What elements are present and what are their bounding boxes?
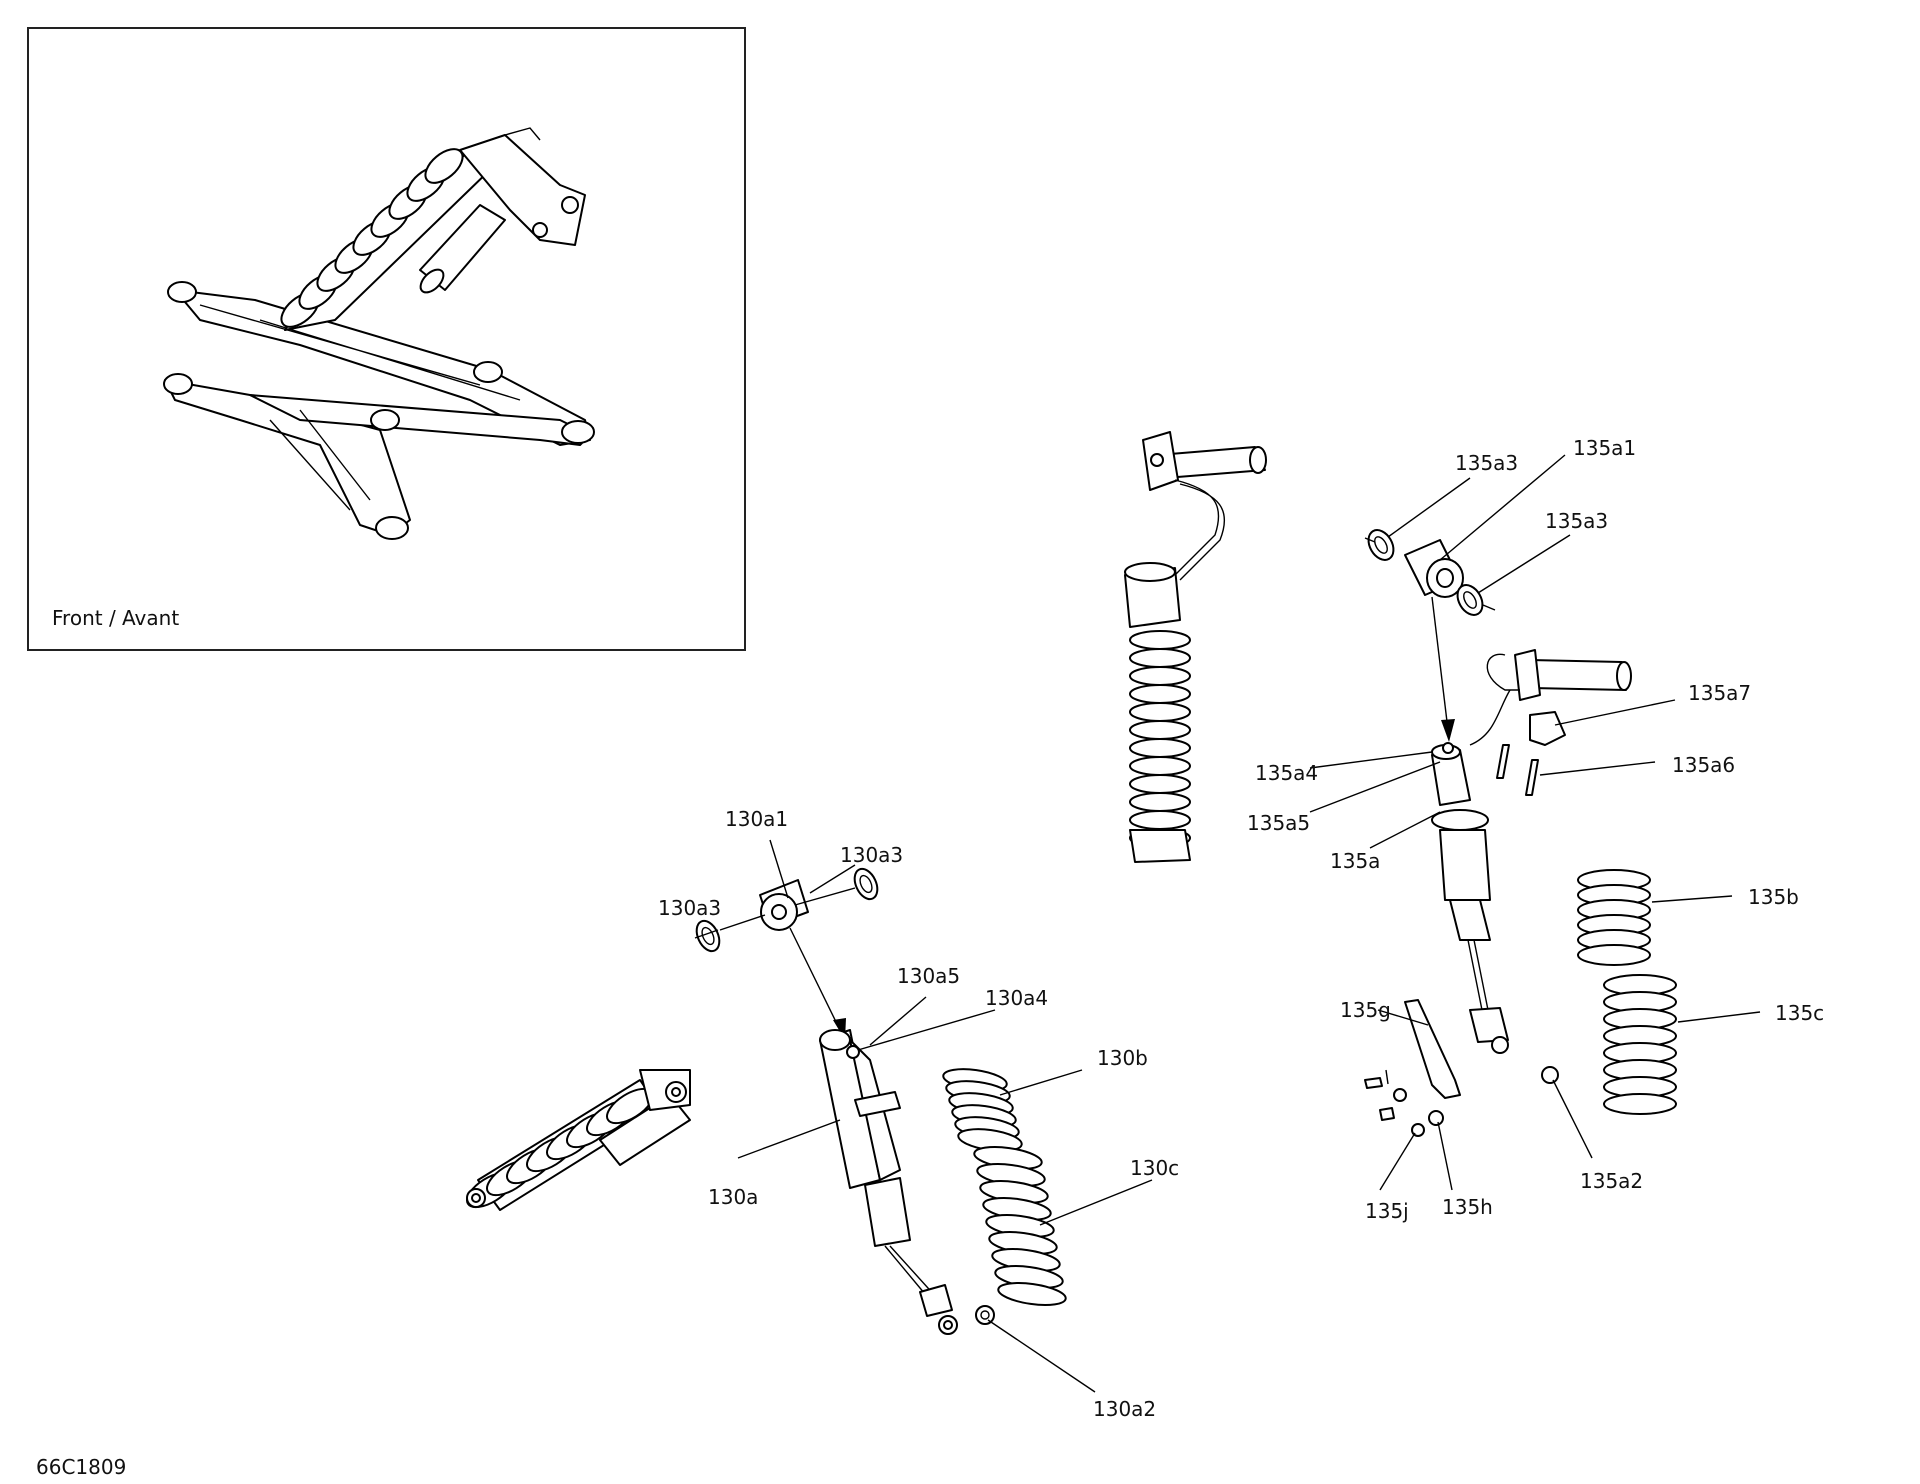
callout-130a5: 130a5 (897, 964, 960, 988)
bushing-130a1 (759, 879, 809, 931)
exploded-shock-135 (1364, 529, 1677, 1137)
overview-inset: Front / Avant (27, 27, 746, 651)
leader-lines (694, 454, 1761, 1393)
nut-130a2 (975, 1305, 995, 1325)
washer-135h-a (1393, 1088, 1407, 1102)
screw-135a6-a (1496, 744, 1510, 779)
callout-135a3-right: 135a3 (1545, 509, 1608, 533)
bushing-135a1 (1404, 539, 1464, 598)
spring-135c (1603, 974, 1677, 1115)
callout-135a2: 135a2 (1580, 1169, 1643, 1193)
callout-135a7: 135a7 (1688, 681, 1751, 705)
callout-135a5: 135a5 (1247, 811, 1310, 835)
overview-suspension-illustration (163, 127, 595, 540)
callout-135a4: 135a4 (1255, 761, 1318, 785)
callout-135c: 135c (1775, 1001, 1824, 1025)
spring-130b (942, 1068, 1023, 1152)
callout-135g: 135g (1340, 998, 1391, 1022)
callout-130a1: 130a1 (725, 807, 788, 831)
callout-135b: 135b (1748, 885, 1799, 909)
washer-135a3-right (1456, 584, 1484, 616)
callout-130a2: 130a2 (1093, 1397, 1156, 1421)
washer-130a3-right (853, 867, 879, 901)
inset-caption: Front / Avant (52, 606, 179, 630)
callout-130a4: 130a4 (985, 986, 1048, 1010)
callout-135a1: 135a1 (1573, 436, 1636, 460)
callout-130c: 130c (1130, 1156, 1179, 1180)
nut-135a2 (1541, 1066, 1559, 1084)
washer-135a3-left (1367, 529, 1395, 561)
screw-135a6-b (1525, 759, 1539, 796)
bracket-135g (1404, 999, 1461, 1099)
shock-absorber-130a (819, 1029, 958, 1335)
callout-135h: 135h (1442, 1195, 1493, 1219)
figure-code: 66C1809 (36, 1455, 126, 1479)
spring-135b (1577, 869, 1651, 966)
shock-absorber-135a (1431, 742, 1509, 1054)
callout-130b: 130b (1097, 1046, 1148, 1070)
exploded-shock-130 (695, 867, 1067, 1335)
washer-130a3-left (695, 919, 721, 953)
assembled-shock-130-illustration (466, 1069, 691, 1211)
callout-labels: 130a1 130a3 130a3 130a5 130a4 130b 130c … (658, 436, 1824, 1421)
assembled-shock-135-illustration (1124, 431, 1267, 863)
callout-130a: 130a (708, 1185, 758, 1209)
callout-130a3-left: 130a3 (658, 896, 721, 920)
callout-135j: 135j (1365, 1199, 1409, 1223)
callout-130a3-right: 130a3 (840, 843, 903, 867)
callout-135a3-left: 135a3 (1455, 451, 1518, 475)
callout-135a6: 135a6 (1672, 753, 1735, 777)
bolt-135j-a (1364, 1077, 1383, 1089)
washer-135h-b (1428, 1110, 1444, 1126)
spring-130c (973, 1146, 1067, 1306)
callout-135a: 135a (1330, 849, 1380, 873)
bolt-135j-b (1379, 1107, 1395, 1121)
clamp-135a7 (1529, 711, 1566, 746)
